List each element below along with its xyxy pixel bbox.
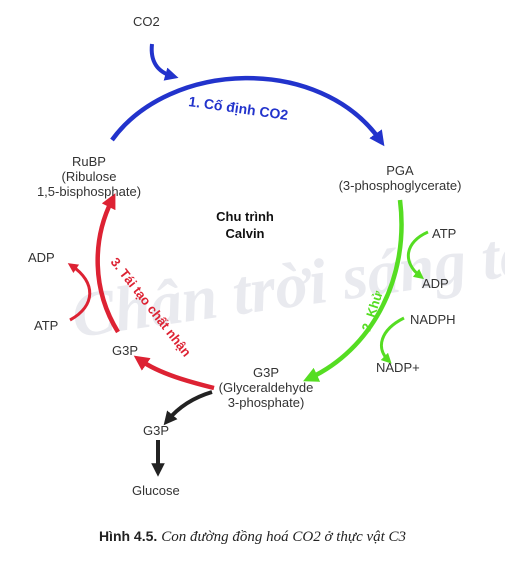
g3p-output-arrow [163,390,213,426]
co2-input-arrow [149,43,179,81]
glucose-label: Glucose [132,483,180,498]
cycle-title-line-1: Chu trình [216,209,274,224]
regeneration-arrow-lower [133,355,215,391]
fixation-arrow [110,75,385,147]
g3p-main-label: G3P (Glyceraldehyde 3-phosphate) [206,365,326,410]
rubp-name: RuBP [72,154,106,169]
pga-name: PGA [386,163,414,178]
step-fixation-label: 1. Cố định CO2 [188,93,290,123]
pga-label: PGA (3-phosphoglycerate) [325,163,475,193]
calvin-cycle-diagram: Chân trời sáng tạo [14,14,505,498]
atp-adp-branch [406,230,429,280]
reduction-arrow [303,199,404,382]
atp-adp-left-branch [67,263,92,322]
g3p-out-label: G3P [143,423,170,438]
co2-label: CO2 [133,14,160,29]
adp-left-label: ADP [28,250,55,265]
adp-right-label: ADP [422,276,449,291]
figure-caption: Hình 4.5. Con đường đồng hoá CO2 ở thực … [0,528,505,546]
cycle-title-line-2: Calvin [225,226,265,241]
atp-left-label: ATP [34,318,59,333]
atp-right-label: ATP [432,226,457,241]
g3p-main-name: G3P [252,365,279,380]
cycle-arrows: 1. Cố định CO2 2. Khử 3. Tái tạo chất nh… [67,43,429,477]
nadph-nadp-branch [379,316,405,364]
cycle-title: Chu trình Calvin [190,208,300,242]
caption-label: Hình 4.5. [98,528,158,544]
nadph-label: NADPH [410,312,456,327]
rubp-fullname-2: 1,5-bisphosphate) [36,184,142,199]
nadp-label: NADP+ [376,360,420,375]
g3p-fullname-2: 3-phosphate) [227,395,305,410]
pga-fullname: (3-phosphoglycerate) [338,178,462,193]
g3p-left-label: G3P [112,343,139,358]
g3p-fullname-1: (Glyceraldehyde [218,380,314,395]
caption-text: Con đường đồng hoá CO2 ở thực vật C3 [161,529,407,545]
rubp-fullname-1: (Ribulose [61,169,117,184]
regeneration-arrow-upper [95,193,120,334]
rubp-label: RuBP (Ribulose 1,5-bisphosphate) [14,154,164,199]
